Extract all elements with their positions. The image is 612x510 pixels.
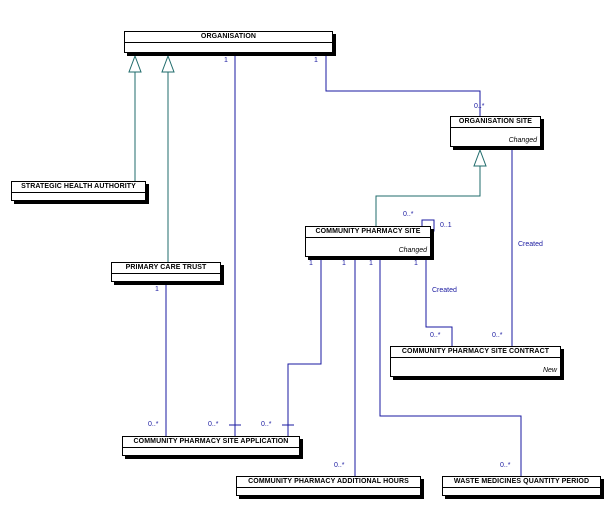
- mult-organisation-to-site-one: 1: [314, 57, 318, 64]
- assoc-organisation-organisation-site: [325, 53, 481, 116]
- entity-community-pharmacy-site-contract[interactable]: COMMUNITY PHARMACY SITE CONTRACT New: [390, 346, 561, 377]
- mult-additional-hours-many: 0..*: [334, 462, 345, 469]
- mult-cps-to-hours-one: 1: [342, 260, 346, 267]
- assoc-cps-application: [287, 257, 322, 436]
- mult-cps-to-contract-one: 1: [414, 260, 418, 267]
- mult-cps-self-many: 0..*: [403, 211, 414, 218]
- mult-application-from-pct-many: 0..*: [148, 421, 159, 428]
- generalization-pct-organisation: [161, 54, 175, 262]
- generalization-sha-organisation: [128, 54, 142, 181]
- entity-community-pharmacy-site-contract-name: COMMUNITY PHARMACY SITE CONTRACT: [391, 347, 560, 358]
- mult-application-from-organisation-many: 0..*: [208, 421, 219, 428]
- mult-cps-to-waste-one: 1: [369, 260, 373, 267]
- associations: [165, 53, 522, 476]
- entity-community-pharmacy-additional-hours[interactable]: COMMUNITY PHARMACY ADDITIONAL HOURS: [236, 476, 421, 496]
- mult-organisation-site-many: 0..*: [474, 103, 485, 110]
- assoc-cps-contract: [425, 257, 453, 346]
- mult-cps-to-application-one: 1: [309, 260, 313, 267]
- entity-organisation[interactable]: ORGANISATION: [124, 31, 333, 53]
- mult-contract-from-organisation-site-many: 0..*: [492, 332, 503, 339]
- entity-organisation-name: ORGANISATION: [125, 32, 332, 43]
- entity-waste-medicines-quantity-period[interactable]: WASTE MEDICINES QUANTITY PERIOD: [442, 476, 601, 496]
- entity-strategic-health-authority-name: STRATEGIC HEALTH AUTHORITY: [12, 182, 145, 193]
- mult-pct-to-application-one: 1: [155, 286, 159, 293]
- mult-cps-self-zero-one: 0..1: [440, 222, 452, 229]
- entity-strategic-health-authority[interactable]: STRATEGIC HEALTH AUTHORITY: [11, 181, 146, 201]
- entity-organisation-site-name: ORGANISATION SITE: [451, 117, 540, 128]
- assoc-cps-waste-medicines: [379, 257, 522, 476]
- mult-application-from-cps-many: 0..*: [261, 421, 272, 428]
- generalization-cps-organisation-site: [375, 148, 487, 226]
- entity-waste-medicines-quantity-period-name: WASTE MEDICINES QUANTITY PERIOD: [443, 477, 600, 488]
- entity-community-pharmacy-additional-hours-name: COMMUNITY PHARMACY ADDITIONAL HOURS: [237, 477, 420, 488]
- mult-contract-from-cps-many: 0..*: [430, 332, 441, 339]
- entity-community-pharmacy-site-application[interactable]: COMMUNITY PHARMACY SITE APPLICATION: [122, 436, 300, 456]
- entity-community-pharmacy-site[interactable]: COMMUNITY PHARMACY SITE Changed: [305, 226, 431, 257]
- entity-community-pharmacy-site-application-name: COMMUNITY PHARMACY SITE APPLICATION: [123, 437, 299, 448]
- entity-primary-care-trust-name: PRIMARY CARE TRUST: [112, 263, 220, 274]
- role-created-organisation-site: Created: [518, 241, 543, 248]
- assoc-cps-self: [421, 219, 435, 232]
- entity-community-pharmacy-site-status: Changed: [398, 247, 427, 254]
- entity-organisation-site[interactable]: ORGANISATION SITE Changed: [450, 116, 541, 147]
- mult-waste-medicines-many: 0..*: [500, 462, 511, 469]
- role-created-community-pharmacy-site: Created: [432, 287, 457, 294]
- mult-organisation-to-application-one: 1: [224, 57, 228, 64]
- entity-community-pharmacy-site-name: COMMUNITY PHARMACY SITE: [306, 227, 430, 238]
- entity-primary-care-trust[interactable]: PRIMARY CARE TRUST: [111, 262, 221, 282]
- entity-organisation-site-status: Changed: [508, 137, 537, 144]
- entity-community-pharmacy-site-contract-status: New: [542, 367, 557, 374]
